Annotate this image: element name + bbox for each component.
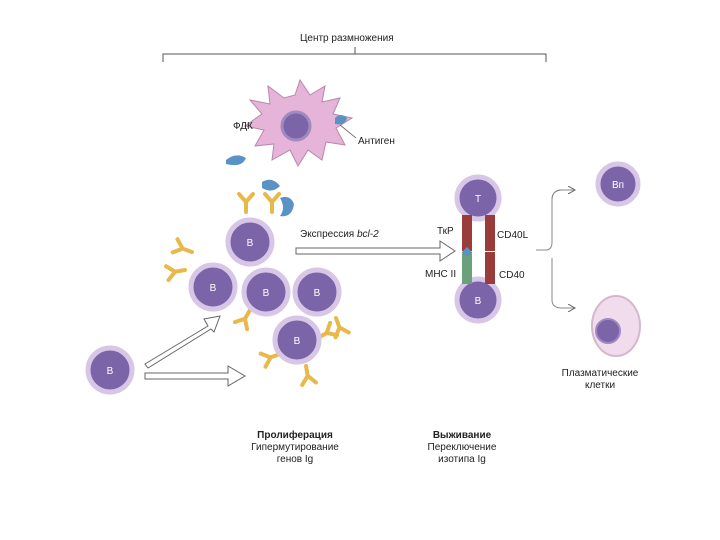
b-cell [292,267,342,317]
cell-label: В [210,283,217,294]
survival-caption: Выживание Переключение изотипа Ig [402,430,522,466]
proliferation-caption: Пролиферация Гипермутирование генов Ig [225,430,365,466]
arrow-bcl2 [295,240,456,262]
b-cell [188,262,238,312]
branch-bracket [536,189,574,308]
plasma-line1: Плазматические [561,368,639,379]
cell-label: Вп [612,180,624,191]
cell-label: В [475,296,482,307]
cd40-label: CD40 [499,270,525,281]
cell-label: В [314,288,321,299]
antigen-blob [226,155,246,166]
memory-b-cell [595,161,641,207]
arrow-to-proliferation [144,315,221,369]
arrow-to-proliferation [144,365,246,387]
b-cell [454,276,502,324]
germinal-center-title: Центр размножения [300,33,394,44]
antigen-label: Антиген [358,136,395,147]
b-cell [85,345,135,395]
tcr-bar [462,215,472,251]
antigen-blob [335,115,347,125]
fdc-label: ФДК [233,121,253,132]
b-cell [272,315,322,365]
cell-label: В [247,238,254,249]
survival-line2: изотипа Ig [438,454,486,465]
survival-title: Выживание [432,430,492,441]
germinal-center-bracket [162,47,547,62]
tcr-label: ТкР [437,226,454,237]
mhc2-bar [462,252,472,284]
b-cell [241,267,291,317]
mhc2-label: MHC II [425,269,457,280]
plasma-caption: Плазматические клетки [540,368,660,392]
cell-label: В [107,366,114,377]
proliferation-line1: Гипермутирование [251,442,339,453]
proliferation-line2: генов Ig [276,454,314,465]
bcl2-label: Экспрессия bcl-2 [300,229,379,240]
antigen-blob [280,196,294,217]
cd40l-bar [485,215,495,251]
cd40l-label: CD40L [497,230,529,241]
antigen-peptide [462,247,472,257]
b-cell [225,217,275,267]
cell-label: В [294,336,301,347]
antigen-blob [262,179,280,191]
proliferation-title: Пролиферация [257,430,333,441]
fdc-cell [243,78,354,168]
cell-label: Т [475,194,481,205]
cd40-bar [485,252,495,284]
cell-label: В [263,288,270,299]
plasma-line2: клетки [584,380,616,391]
t-cell [454,174,502,222]
survival-line1: Переключение [427,442,497,453]
